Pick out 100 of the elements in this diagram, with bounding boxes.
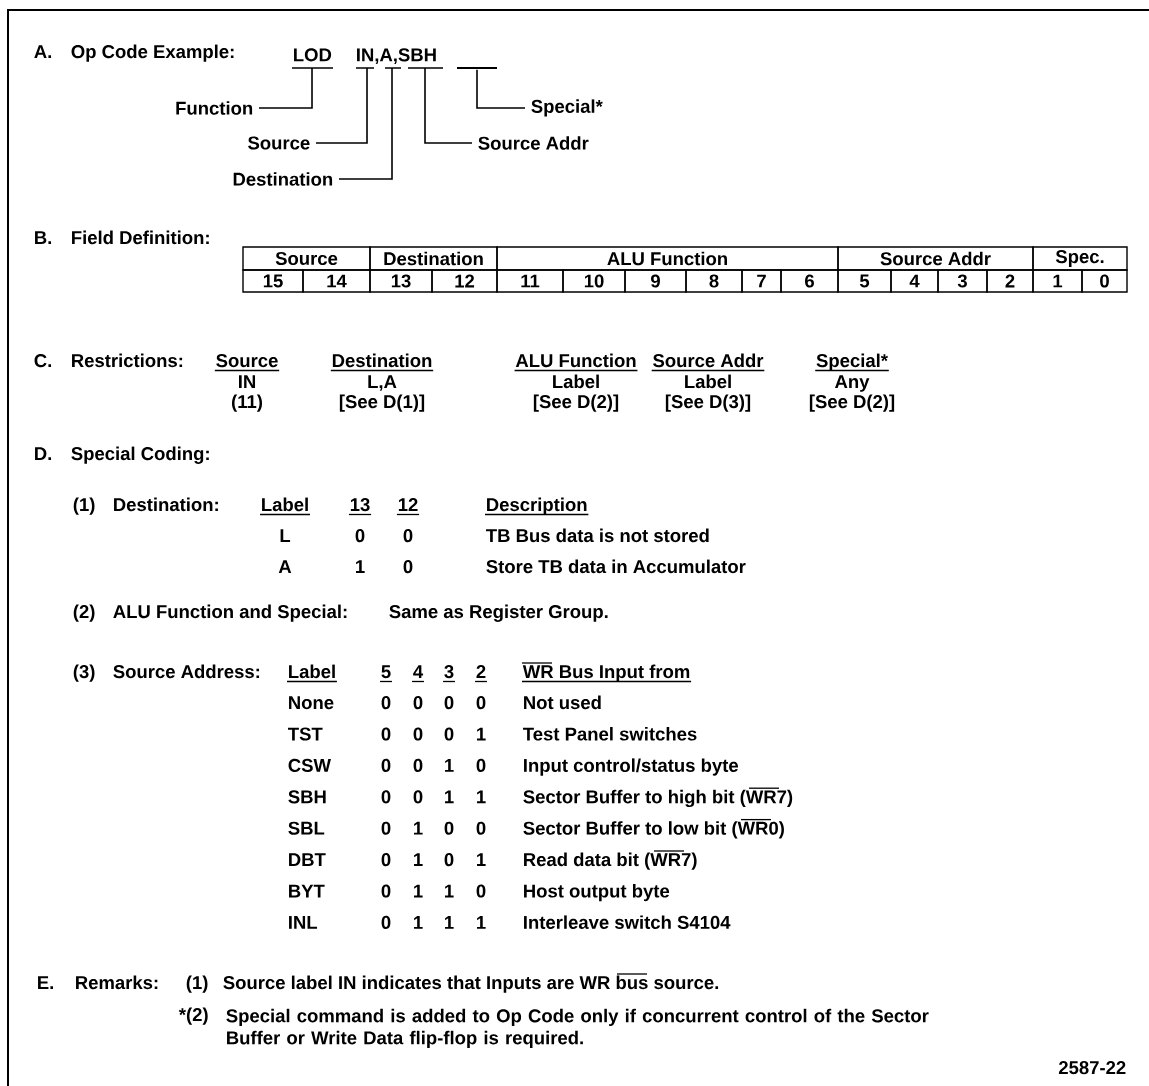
table-entry: 1: [356, 560, 365, 573]
table-entry: 1: [414, 853, 423, 866]
leader-label: Function: [176, 101, 253, 115]
table-entry: 0: [355, 529, 365, 543]
table-entry: 0: [381, 758, 391, 772]
table-entry: L,A: [368, 375, 397, 391]
item-number: *(2): [178, 1007, 208, 1025]
table-entry: 1: [445, 884, 454, 898]
table-entry: 1: [445, 790, 454, 804]
item-number: (1): [186, 975, 208, 993]
item-number: (1): [73, 497, 95, 515]
table-entry: 0: [381, 853, 391, 867]
table-entry: 1: [477, 916, 486, 929]
table-entry: Input control/status byte: [524, 758, 738, 776]
table-entry: Not used: [524, 695, 601, 710]
table-entry: L: [280, 529, 291, 542]
table-cell: 14: [302, 269, 371, 293]
table-cell: 10: [562, 269, 626, 293]
figure-number: 2587-22: [1058, 1061, 1126, 1075]
leader-line: [476, 69, 526, 109]
table-entry: 0: [413, 790, 423, 804]
table-cell: Source Addr: [837, 246, 1034, 271]
table-entry: INL: [289, 916, 318, 929]
column-header: 3: [442, 665, 456, 683]
table-entry: 0: [413, 758, 423, 772]
item-number: (2): [73, 604, 95, 622]
column-header: 12: [396, 498, 420, 516]
leader-line: [258, 67, 334, 109]
table-entry: Any: [835, 375, 870, 392]
leader-label: Source Addr: [478, 136, 589, 150]
table-entry: Test Panel switches: [523, 727, 697, 741]
table-entry: DBT: [289, 853, 326, 866]
table-entry: None: [289, 696, 334, 710]
column-header: 2: [474, 665, 488, 683]
table-entry: 1: [414, 916, 423, 929]
table-cell: 4: [890, 269, 939, 293]
table-entry: Store TB data in Accumulator: [486, 559, 746, 574]
table-entry: Sector Buffer to low bit (WR0): [523, 818, 784, 839]
table-entry: Interleave switch S4104: [524, 915, 731, 929]
leader-line: [315, 67, 375, 144]
table-entry: (11): [232, 394, 262, 412]
table-entry: TB Bus data is not stored: [486, 528, 709, 543]
column-header: Label: [286, 664, 338, 683]
table-entry: TST: [288, 727, 323, 741]
opcode-text: LOD: [294, 48, 332, 62]
column-header: Special*: [814, 353, 890, 372]
table-entry: Label: [553, 374, 599, 389]
table-cell: 9: [624, 269, 687, 293]
column-header: ALU Function: [513, 353, 639, 372]
table-entry: IN: [239, 375, 255, 388]
table-entry: 1: [445, 916, 454, 929]
table-entry: 0: [381, 790, 391, 804]
table-entry: 0: [444, 821, 454, 835]
table-entry: 0: [476, 821, 486, 835]
column-header: Destination: [330, 353, 434, 372]
table-entry: 0: [381, 821, 391, 835]
table-entry: Host output byte: [524, 884, 670, 902]
section-heading: Field Definition:: [72, 230, 209, 245]
section-heading: Restrictions:: [72, 353, 183, 368]
table-entry: 1: [477, 790, 486, 804]
table-entry: SBL: [288, 821, 325, 835]
column-header: 13: [348, 498, 372, 516]
table-entry: Sector Buffer to high bit (WR7): [523, 787, 793, 808]
table-entry: [See D(3)]: [665, 394, 751, 412]
table-entry: 0: [403, 560, 413, 574]
table-entry: 1: [477, 853, 486, 866]
table-entry: 1: [414, 884, 423, 898]
table-entry: 1: [445, 759, 454, 772]
leader-line: [407, 67, 473, 144]
table-cell: Spec.: [1032, 246, 1128, 271]
table-cell: 13: [369, 269, 433, 293]
table-cell: 2: [986, 269, 1034, 293]
table-entry: CSW: [288, 758, 331, 772]
table-entry: 0: [413, 696, 423, 710]
table-entry: 0: [444, 853, 454, 867]
leader-label: Special*: [531, 99, 603, 117]
table-cell: 15: [242, 269, 304, 293]
table-cell: Source: [242, 246, 371, 271]
table-cell: ALU Function: [496, 246, 839, 271]
table-cell: Destination: [369, 246, 498, 271]
column-header: Source Addr: [651, 353, 765, 372]
table-entry: Label: [685, 374, 731, 389]
table-entry: 0: [381, 727, 391, 741]
table-cell: 8: [685, 269, 743, 293]
table-cell: 3: [937, 269, 988, 293]
table-entry: 1: [414, 821, 423, 835]
item-heading: ALU Function and Special:: [113, 604, 347, 622]
table-entry: 0: [476, 884, 486, 898]
table-entry: 0: [413, 727, 423, 741]
opcode-text: IN,A,SBH: [357, 48, 436, 65]
table-entry: 0: [381, 884, 391, 898]
table-cell: 1: [1032, 269, 1083, 293]
remark-text: Special command is added to Op Code only if concurrent control of the Sector Buffer or Write Data flip-flop is required.: [226, 1008, 929, 1049]
section-letter: D.: [35, 447, 52, 460]
table-entry: 0: [381, 696, 391, 710]
table-entry: [See D(2)]: [809, 394, 895, 412]
table-cell: 12: [431, 269, 498, 293]
table-entry: 0: [476, 696, 486, 710]
column-header: Source: [214, 354, 280, 372]
table-cell: 7: [741, 269, 782, 293]
